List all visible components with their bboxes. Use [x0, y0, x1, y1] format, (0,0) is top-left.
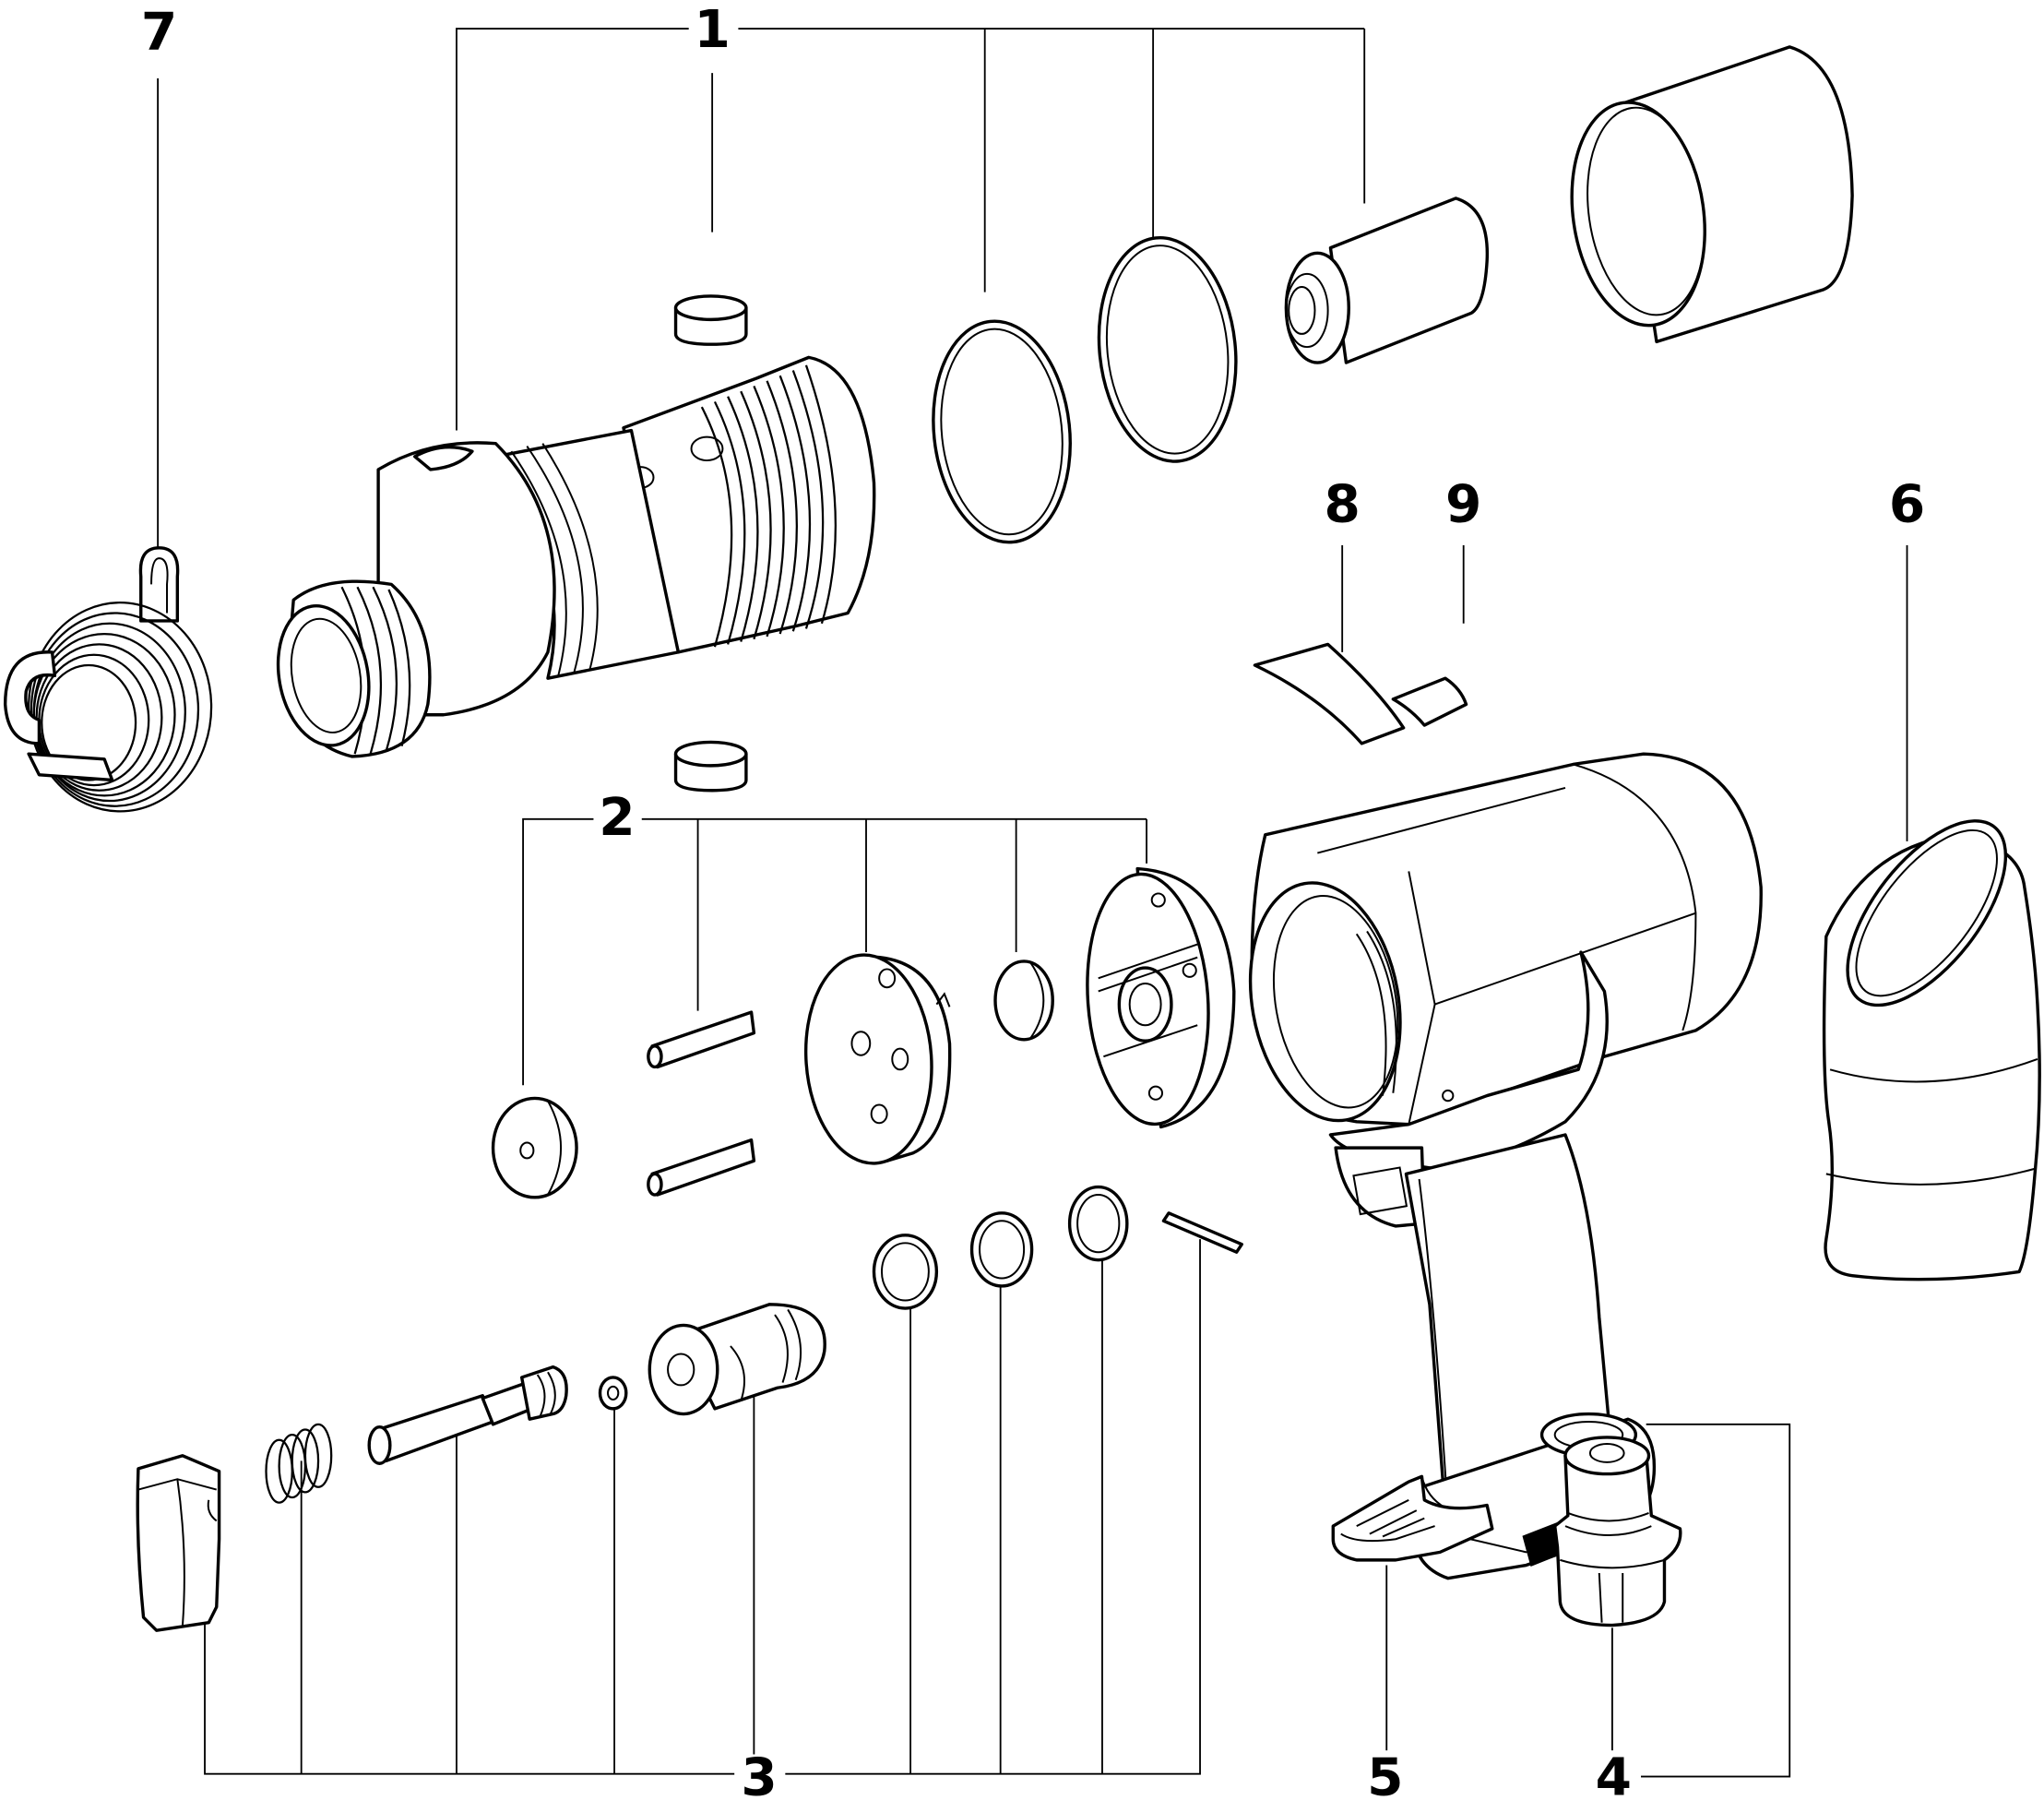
part-2-washer — [491, 1096, 578, 1199]
part-3-pin — [1161, 1211, 1243, 1254]
part-3-spring — [265, 1423, 333, 1504]
part-3-small-washer — [598, 1376, 628, 1411]
part-1-buffer-lower — [673, 740, 748, 793]
part-1-cylinder-barrel — [276, 355, 876, 758]
callout-5: 5 — [1367, 1747, 1403, 1800]
part-2-valve-housing — [1086, 866, 1236, 1129]
part-2-valve-plate — [803, 953, 952, 1165]
callout-3: 3 — [741, 1747, 777, 1800]
callout-8: 8 — [1324, 475, 1360, 535]
leader-lines — [157, 28, 1908, 1778]
part-2-pin-upper — [647, 1010, 756, 1069]
part-3-o-ring-a — [872, 1234, 939, 1310]
part-1-piston — [1284, 197, 1490, 364]
callout-7: 7 — [141, 3, 177, 63]
part-3-throttle-valve — [367, 1365, 568, 1465]
part-3-o-ring-c — [1067, 1185, 1129, 1262]
part-1-o-ring-large-a — [932, 319, 1072, 544]
part-2-disc — [993, 960, 1054, 1042]
callout-6: 6 — [1889, 475, 1925, 535]
part-5-exhaust-deflector — [1331, 1474, 1494, 1562]
part-7-retainer-spring — [3, 546, 213, 813]
part-1-buffer-upper — [673, 294, 748, 346]
callout-2: 2 — [599, 788, 635, 848]
part-3-valve-bushing — [648, 1303, 826, 1416]
part-1-sleeve — [1570, 45, 1854, 344]
callout-1: 1 — [694, 0, 730, 60]
part-3-trigger — [136, 1454, 221, 1632]
callout-4: 4 — [1596, 1747, 1632, 1800]
part-9-label — [1391, 676, 1468, 727]
main-housing — [1248, 752, 1763, 1580]
part-8-label — [1253, 642, 1406, 745]
callout-9: 9 — [1445, 475, 1481, 535]
part-1-o-ring-large-b — [1097, 236, 1238, 463]
part-2-pin-lower — [647, 1138, 756, 1197]
part-4-air-inlet-bushing — [1552, 1436, 1682, 1627]
part-6-grip-sleeve — [1822, 819, 2041, 1281]
part-3-o-ring-b — [969, 1211, 1034, 1288]
